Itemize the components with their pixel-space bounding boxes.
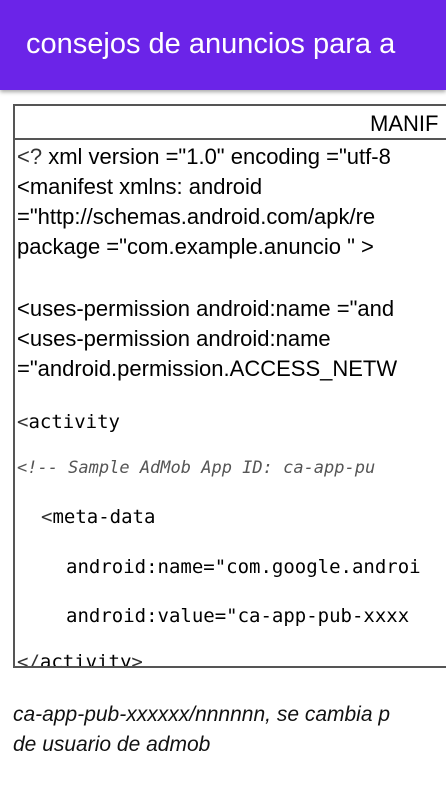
footer-note-line-1: ca-app-pub-xxxxxx/nnnnnn, se cambia p: [13, 703, 391, 726]
table-header: MANIF: [15, 106, 446, 140]
code-line-schema-url: ="http://schemas.android.com/apk/re: [17, 204, 376, 229]
code-line-access-network: ="android.permission.ACCESS_NETW: [17, 356, 398, 381]
code-line-manifest-open: <manifest xmlns: android: [17, 174, 263, 199]
content-scroll-area[interactable]: MANIF <? xml version ="1.0" encoding ="u…: [0, 90, 446, 800]
code-line-android-name: android:name="com.google.androi: [66, 556, 421, 578]
code-line-android-value: android:value="ca-app-pub-xxxx: [66, 605, 410, 627]
app-bar: consejos de anuncios para a: [0, 0, 446, 90]
code-line-admob-comment: <!-- Sample AdMob App ID: ca-app-pu: [17, 458, 376, 478]
footer-note-line-2: de usuario de admob: [13, 733, 211, 756]
code-line-activity-close: </activity>: [17, 651, 143, 668]
code-line-uses-permission-2: <uses-permission android:name: [17, 326, 331, 351]
app-title: consejos de anuncios para a: [26, 28, 396, 60]
code-line-xml-declaration: <? xml version ="1.0" encoding ="utf-8: [17, 144, 391, 169]
footer-note: ca-app-pub-xxxxxx/nnnnnn, se cambia p de…: [13, 700, 446, 760]
code-line-uses-permission-1: <uses-permission android:name ="and: [17, 296, 395, 321]
code-line-activity-open: <activity: [17, 411, 120, 433]
manifest-code-table: MANIF <? xml version ="1.0" encoding ="u…: [13, 104, 446, 668]
table-header-title: MANIF: [370, 111, 439, 136]
code-line-package: package ="com.example.anuncio " >: [17, 234, 374, 259]
code-line-meta-data: <meta-data: [41, 506, 156, 528]
